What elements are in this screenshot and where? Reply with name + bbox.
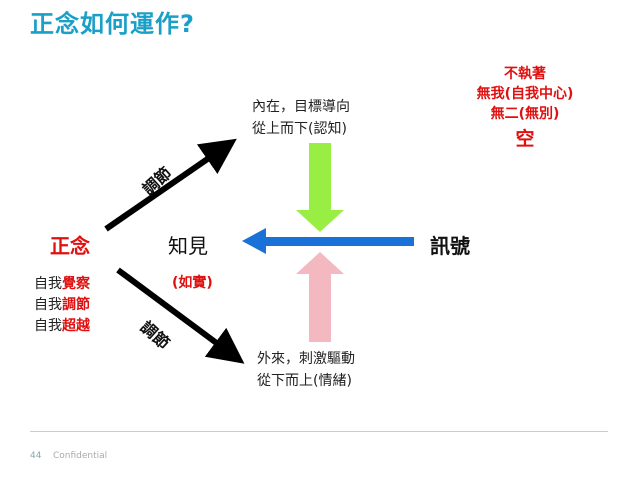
- self-item-transcendence: 自我超越: [34, 318, 90, 334]
- non-attachment-line3: 無二(無別): [490, 106, 560, 122]
- outer-line1: 外來，刺激驅動: [257, 351, 355, 367]
- non-attachment-line2: 無我(自我中心): [476, 86, 574, 102]
- as-is-label: (如實): [172, 275, 213, 291]
- inner-line1: 內在，目標導向: [252, 99, 350, 115]
- self-item-awareness: 自我覺察: [34, 276, 90, 292]
- inner-goal-text: 內在，目標導向 從上而下(認知): [252, 96, 402, 140]
- page-number: 44: [30, 451, 42, 461]
- signal-to-knowing-arrow: [242, 228, 414, 254]
- regulate-down-arrow: [116, 267, 245, 364]
- non-attachment-line1: 不執著: [504, 66, 546, 82]
- outer-line2: 從下而上(情緒): [257, 373, 352, 389]
- self-item-regulation: 自我調節: [34, 297, 90, 313]
- bottom-up-arrow: [296, 252, 344, 342]
- knowing-label: 知見: [168, 234, 208, 258]
- footer-divider: [30, 431, 608, 432]
- confidential-label: Confidential: [53, 451, 108, 461]
- regulate-up-arrow: [104, 138, 237, 232]
- signal-label: 訊號: [430, 234, 470, 258]
- non-attachment-block: 不執著 無我(自我中心) 無二(無別) 空: [450, 64, 600, 154]
- top-down-arrow: [296, 143, 344, 232]
- emptiness-label: 空: [515, 128, 535, 150]
- page-title: 正念如何運作?: [30, 10, 195, 38]
- outer-stimulus-text: 外來，刺激驅動 從下而上(情緒): [257, 348, 407, 392]
- mindfulness-label: 正念: [50, 234, 90, 258]
- self-list: 自我覺察 自我調節 自我超越: [34, 274, 90, 337]
- inner-line2: 從上而下(認知): [252, 121, 347, 137]
